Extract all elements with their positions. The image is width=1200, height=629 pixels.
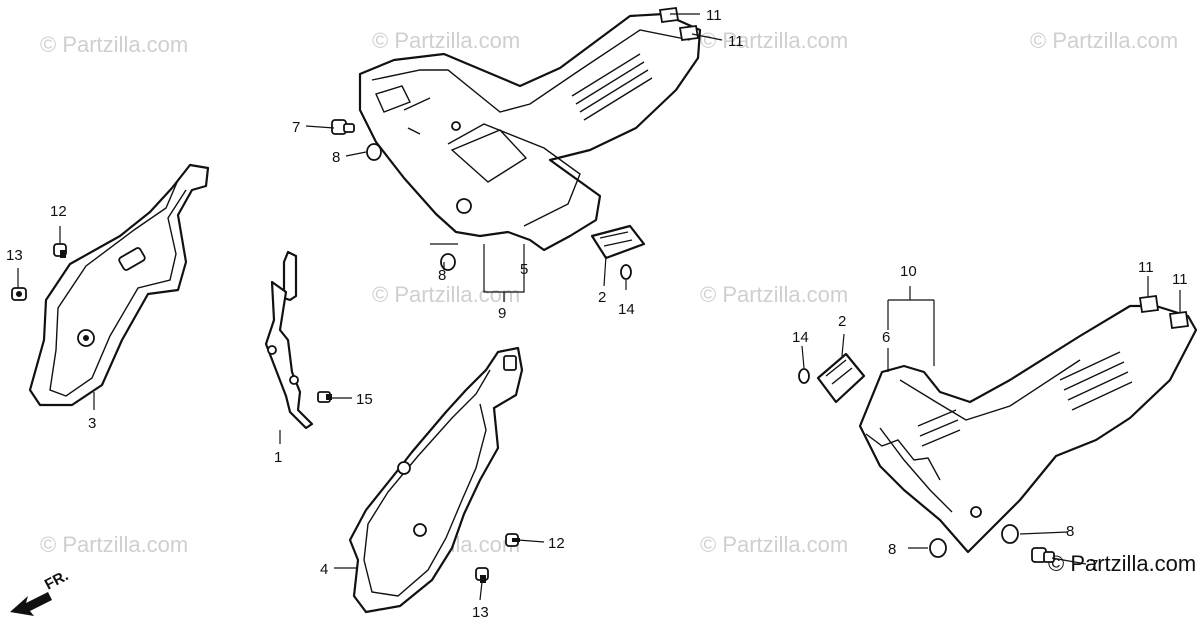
part-clip-11-right-a <box>1138 294 1160 314</box>
watermark: © Partzilla.com <box>700 28 848 53</box>
watermark: © Partzilla.com <box>372 282 520 307</box>
part-stay-bracket <box>264 250 314 430</box>
watermark: © Partzilla.com <box>40 32 188 57</box>
callout-12: 12 <box>548 535 565 552</box>
part-clip-11-right-b <box>1168 310 1190 330</box>
part-grommet-8-right-b <box>1001 524 1019 544</box>
part-bolt-7-upper <box>331 119 355 135</box>
callout-7: 7 <box>1090 557 1098 574</box>
part-clip-11-upper-a <box>658 6 680 24</box>
watermark-layer: © Partzilla.com © Partzilla.com © Partzi… <box>40 28 1196 576</box>
callout-7: 7 <box>292 119 300 136</box>
callout-9: 9 <box>498 305 506 322</box>
part-washer-14-upper <box>620 264 632 280</box>
front-arrow-icon <box>10 592 52 616</box>
callout-3: 3 <box>88 415 96 432</box>
watermark-corner: © Partzilla.com <box>1048 551 1196 576</box>
part-emblem-2-upper <box>590 224 646 260</box>
callout-15: 15 <box>356 391 373 408</box>
part-bolt-13-middle <box>475 567 489 583</box>
callout-6: 6 <box>882 329 890 346</box>
callout-8: 8 <box>888 541 896 558</box>
part-clip-11-upper-b <box>678 24 700 42</box>
callout-8: 8 <box>1066 523 1074 540</box>
callout-1: 1 <box>274 449 282 466</box>
front-label: FR. <box>42 567 71 593</box>
callout-14: 14 <box>618 301 635 318</box>
part-side-cover-right <box>858 304 1198 554</box>
callout-13: 13 <box>6 247 23 264</box>
part-side-cover-left <box>28 163 210 407</box>
watermark: © Partzilla.com <box>700 282 848 307</box>
watermark: © Partzilla.com <box>372 28 520 53</box>
callout-13: 13 <box>472 604 489 621</box>
watermark: © Partzilla.com <box>40 532 188 557</box>
part-side-cover-middle <box>348 346 524 614</box>
leader-lines <box>17 13 1181 601</box>
part-bolt-12-left <box>53 243 67 258</box>
part-grommet-8-upper <box>366 143 382 161</box>
callout-8: 8 <box>332 149 340 166</box>
part-bolt-13-left <box>11 287 27 301</box>
callout-10: 10 <box>900 263 917 280</box>
callout-2: 2 <box>838 313 846 330</box>
callout-11: 11 <box>728 33 744 50</box>
vent-slots-right <box>917 351 1133 447</box>
part-washer-14-right <box>798 368 810 384</box>
callout-11: 11 <box>706 7 722 24</box>
callout-2: 2 <box>598 289 606 306</box>
watermark: © Partzilla.com <box>1030 28 1178 53</box>
part-bolt-15 <box>317 391 332 403</box>
callout-layer: 11 11 7 8 8 5 9 2 14 12 13 3 1 15 4 12 1… <box>6 7 1188 621</box>
callout-11: 11 <box>1172 271 1188 288</box>
part-grommet-8-right-a <box>929 538 947 558</box>
part-upper-cover-center <box>358 12 702 252</box>
part-bolt-12-middle <box>505 533 520 547</box>
callout-14: 14 <box>792 329 809 346</box>
callout-4: 4 <box>320 561 328 578</box>
callout-12: 12 <box>50 203 67 220</box>
watermark: © Partzilla.com <box>700 532 848 557</box>
part-bolt-7-right <box>1031 547 1055 563</box>
callout-8: 8 <box>438 267 446 284</box>
callout-11: 11 <box>1138 259 1154 276</box>
part-emblem-2-right <box>816 352 866 404</box>
vent-slots-upper <box>571 53 653 121</box>
callout-5: 5 <box>520 261 528 278</box>
front-direction-indicator: FR. <box>10 567 71 616</box>
